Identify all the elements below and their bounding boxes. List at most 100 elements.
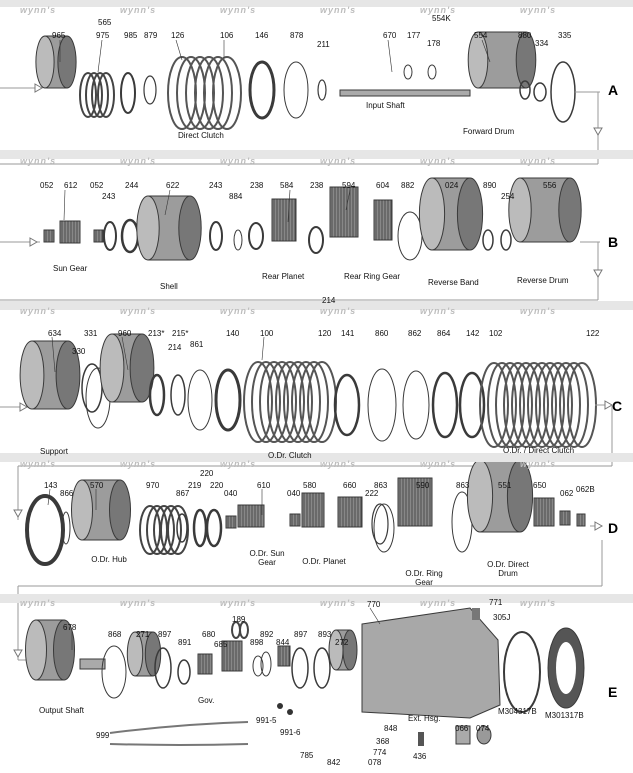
part-102: [519, 362, 549, 448]
part-254: [500, 229, 512, 251]
part-141: [333, 373, 361, 437]
row-letter: D: [608, 520, 619, 536]
part-number-label: 610: [257, 481, 271, 490]
part-number-label: 243: [209, 181, 223, 190]
part-number-label: 122: [586, 329, 600, 338]
part-140: [214, 368, 242, 432]
part-number-label: 271: [136, 630, 150, 639]
part-999-line: [109, 743, 249, 746]
watermark-text: wynn's: [220, 5, 257, 15]
part-897: [291, 647, 309, 689]
leader-line: [121, 336, 129, 371]
drum-back: [109, 479, 131, 541]
part-868: [101, 645, 127, 699]
part-number-label: 220: [200, 469, 214, 478]
row-letter: A: [608, 82, 619, 98]
part-name-caption: O.Dr. Ring Gear: [405, 569, 443, 587]
part-335: [550, 61, 576, 123]
part-number-label: 178: [427, 39, 441, 48]
drum-face: [19, 340, 45, 410]
watermark-text: wynn's: [520, 459, 557, 469]
part-number-label: 594: [342, 181, 356, 190]
part-number-label: 670: [383, 31, 397, 40]
part-863: [373, 503, 395, 553]
part-897: [154, 647, 172, 689]
drum-back: [506, 459, 534, 533]
part-867: [176, 513, 188, 543]
part-name-caption: Direct Clutch: [178, 131, 224, 140]
part-name-caption: Reverse Drum: [517, 276, 569, 285]
part-878: [283, 61, 309, 119]
watermark-text: wynn's: [420, 306, 457, 316]
part-891: [177, 659, 191, 685]
part-102: [479, 362, 509, 448]
drum-back: [144, 631, 162, 677]
part-number-label: 330: [72, 347, 86, 356]
part-number-label: 062: [560, 489, 574, 498]
part-100: [291, 361, 321, 443]
part-number-label: 052: [40, 181, 54, 190]
drum-back: [515, 31, 537, 89]
separator-band: [0, 0, 633, 7]
drum-back: [129, 333, 155, 403]
part-number-label: 213*: [148, 329, 165, 338]
part-number-label: 890: [483, 181, 497, 190]
part-number-label: 897: [158, 630, 172, 639]
part-number-label: 219: [188, 481, 202, 490]
part-number-label: 551: [498, 481, 512, 490]
part-name-caption: Sun Gear: [53, 264, 88, 273]
part-number-label: 774: [373, 748, 387, 757]
part-number-label: 685: [214, 640, 228, 649]
part-062B: [576, 513, 586, 527]
part-number-label: 368: [376, 737, 390, 746]
part-102: [543, 362, 573, 448]
part-name-caption: Output Shaft: [39, 706, 84, 715]
part-number-label: 100: [260, 329, 274, 338]
watermark-text: wynn's: [120, 459, 157, 469]
part-number-label: 554K: [432, 14, 451, 23]
part-222: [371, 503, 389, 545]
part-102: [503, 362, 533, 448]
drum-face: [508, 177, 532, 243]
part-number-label: 214: [168, 343, 182, 352]
part-number-label: 680: [202, 630, 216, 639]
part-991-6: [287, 709, 293, 715]
part-number-label: 074: [476, 724, 490, 733]
separator-band: [0, 150, 633, 159]
part-100: [243, 361, 273, 443]
part-number-label: 863: [456, 481, 470, 490]
part-number-label: 604: [376, 181, 390, 190]
part-879: [143, 75, 157, 105]
part-334: [533, 82, 547, 102]
watermark-text: wynn's: [520, 306, 557, 316]
separator-band: [0, 453, 633, 462]
part-126: [203, 56, 233, 130]
part-238: [248, 222, 264, 250]
watermark-text: wynn's: [320, 156, 357, 166]
part-213: [148, 373, 166, 417]
drum-face: [467, 31, 489, 89]
part-name-caption: M304317B: [498, 707, 537, 716]
watermark-text: wynn's: [120, 598, 157, 608]
part-number-label: 243: [102, 192, 116, 201]
drum-face: [136, 195, 160, 261]
part-number-label: 102: [489, 329, 503, 338]
part-604: [373, 199, 393, 241]
watermark-text: wynn's: [20, 5, 57, 15]
part-number-label: 612: [64, 181, 78, 190]
part-219: [192, 508, 208, 548]
part-number-label: 331: [84, 329, 98, 338]
drum-face: [418, 177, 446, 251]
part-102: [535, 362, 565, 448]
part-243: [103, 221, 117, 251]
part-number-label: 177: [407, 31, 421, 40]
flow-arrowhead: [604, 400, 614, 410]
leader-line: [97, 39, 103, 73]
part-number-label: 991-5: [256, 716, 277, 725]
part-999-line: [109, 721, 249, 734]
part-number-label: 584: [280, 181, 294, 190]
part-number-label: 634: [48, 329, 62, 338]
part-243: [209, 221, 223, 251]
part-number-label: 146: [255, 31, 269, 40]
